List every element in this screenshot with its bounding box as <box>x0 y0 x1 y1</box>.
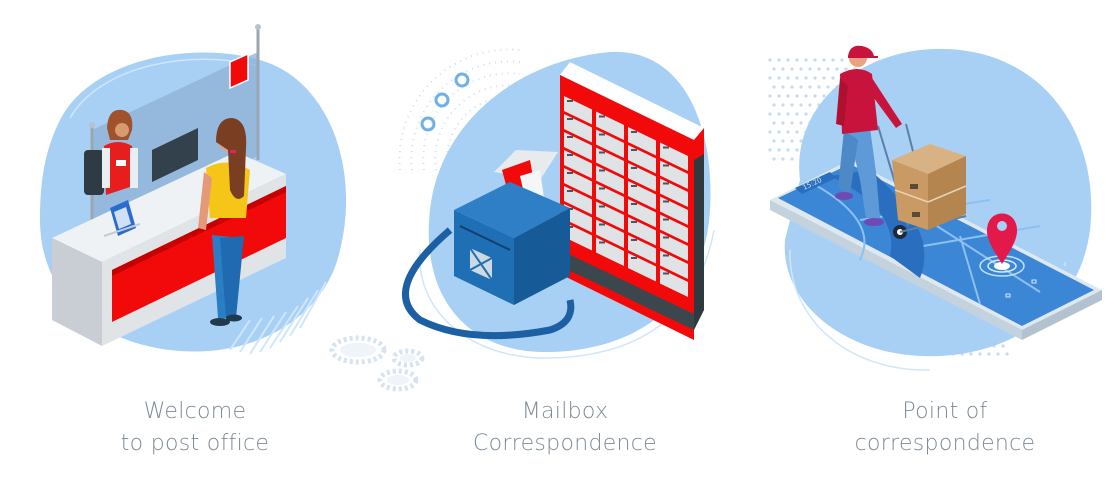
hatch-pattern <box>229 281 327 355</box>
mail-bag <box>454 150 570 305</box>
cardboard-boxes <box>892 144 967 230</box>
caption-line-2: to post office <box>120 431 270 456</box>
status-bar <box>795 172 836 194</box>
caption-line-1: Point of <box>902 399 988 424</box>
mailbox-caption: Mailbox Correspondence <box>450 396 680 460</box>
caption-line-1: Welcome <box>143 399 247 424</box>
delivery-panel: 15:20 <box>740 0 1117 500</box>
monitor <box>152 128 198 182</box>
red-sign <box>229 52 249 90</box>
post-office-panel: Welcome to post office <box>0 0 372 500</box>
delivery-illustration: 15:20 <box>768 45 1102 371</box>
mailbox-locker <box>560 62 704 340</box>
mailbox-illustration <box>329 48 715 392</box>
caption-line-1: Mailbox <box>521 399 609 424</box>
post-office-illustration <box>40 24 347 355</box>
gear-icons <box>329 335 425 392</box>
bag-strap <box>402 227 575 340</box>
courier-figure <box>835 45 902 226</box>
phone-nav-buttons <box>1005 261 1067 298</box>
caption-line-2: correspondence <box>854 431 1036 456</box>
brochure-stand <box>103 200 141 237</box>
post-office-caption: Welcome to post office <box>90 396 300 460</box>
location-pin-icon <box>979 213 1025 277</box>
delivery-caption: Point of correspondence <box>830 396 1060 460</box>
gear-centers <box>340 343 416 385</box>
locker-doors <box>564 96 688 297</box>
customer-figure <box>198 118 250 326</box>
mailbox-panel: Mailbox Correspondence <box>320 0 740 500</box>
clerk-figure <box>84 109 138 195</box>
decor-circles <box>420 72 470 132</box>
caption-line-2: Correspondence <box>472 431 658 456</box>
